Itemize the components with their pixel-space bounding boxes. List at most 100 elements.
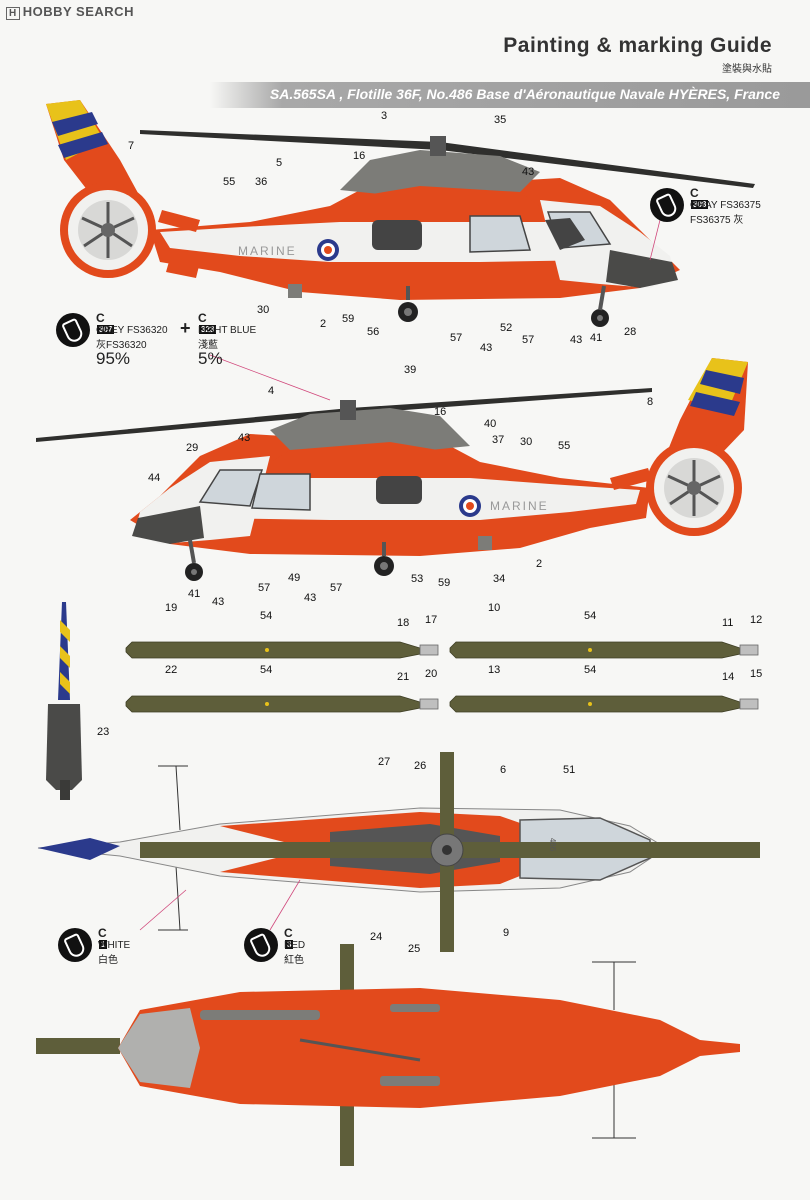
serial-number-top: 486 <box>548 837 558 852</box>
callout: 20 <box>425 668 438 680</box>
paint-number: 307 <box>97 325 115 334</box>
callout: 6 <box>500 764 507 776</box>
callout: 22 <box>165 664 178 676</box>
callout: 18 <box>397 617 410 629</box>
callout: 28 <box>624 326 637 338</box>
callout: 3 <box>381 110 388 122</box>
callout: 9 <box>503 927 510 939</box>
paint-code: C <box>284 926 293 940</box>
callout: 54 <box>260 610 273 622</box>
page-subtitle: 塗裝與水貼 <box>722 64 772 75</box>
callout: 59 <box>342 313 355 325</box>
callout: 13 <box>488 664 501 676</box>
helicopter-right-profile <box>36 358 748 581</box>
callout: 30 <box>520 436 533 448</box>
paint-name: LIGHT BLUE <box>198 325 257 336</box>
paint-name-alt: FS36375 灰 <box>690 215 744 226</box>
callout: 25 <box>408 943 421 955</box>
callout: 49 <box>288 572 301 584</box>
callout: 4 <box>268 385 275 397</box>
callout: 43 <box>212 596 225 608</box>
callout: 51 <box>563 764 576 776</box>
fuselage-marine-text-left: MARINE <box>238 244 297 258</box>
callout: 37 <box>492 434 505 446</box>
paint-number: 323 <box>199 325 217 334</box>
callout: 16 <box>353 150 366 162</box>
aircraft-banner: SA.565SA , Flotille 36F, No.486 Base d'A… <box>210 82 810 108</box>
callout: 36 <box>255 176 268 188</box>
callout: 57 <box>258 582 271 594</box>
callout: 16 <box>434 406 447 418</box>
paint-code: C <box>96 311 105 325</box>
callout: 35 <box>494 114 507 126</box>
callout: 43 <box>522 166 535 178</box>
callout: 2 <box>536 558 543 570</box>
paint-name: GRAY FS36375 <box>690 200 761 211</box>
callout: 54 <box>584 610 597 622</box>
callout: 39 <box>404 364 417 376</box>
helicopter-left-profile <box>46 100 755 327</box>
callout: 26 <box>414 760 427 772</box>
paint-name-alt: 淺藍 <box>198 340 218 351</box>
paint-number: 3 <box>285 940 294 949</box>
callout: 57 <box>330 582 343 594</box>
aircraft-banner-text: SA.565SA , Flotille 36F, No.486 Base d'A… <box>269 86 780 102</box>
callout: 59 <box>438 577 451 589</box>
callout: 54 <box>260 664 273 676</box>
paint-name-alt: 灰FS36320 <box>96 340 147 351</box>
callout: 54 <box>584 664 597 676</box>
paint-name: GREY FS36320 <box>96 325 168 336</box>
paint-brush-icon <box>244 928 278 962</box>
callout: 14 <box>722 671 735 683</box>
callout: 17 <box>425 614 438 626</box>
mix-plus-sign: + <box>180 318 191 338</box>
callout: 19 <box>165 602 178 614</box>
callout: 27 <box>378 756 391 768</box>
callout: 43 <box>304 592 317 604</box>
callout: 43 <box>570 334 583 346</box>
paint-name: RED <box>284 940 306 951</box>
paint-brush-icon <box>650 188 684 222</box>
paint-number: 308 <box>691 200 709 209</box>
paint-name-alt: 紅色 <box>284 955 304 966</box>
callout: 57 <box>450 332 463 344</box>
paint-brush-icon <box>58 928 92 962</box>
callout: 56 <box>367 326 380 338</box>
callout: 41 <box>590 332 603 344</box>
callout: 43 <box>480 342 493 354</box>
paint-name: WHITE <box>98 940 131 951</box>
callout: 55 <box>223 176 236 188</box>
paint-name-alt: 白色 <box>98 955 118 966</box>
paint-brush-icon <box>56 313 90 347</box>
callout: 57 <box>522 334 535 346</box>
callout: 5 <box>276 157 283 169</box>
fuselage-marine-text-right: MARINE <box>490 499 549 513</box>
paint-code: C <box>98 926 107 940</box>
callout: 30 <box>257 304 270 316</box>
callout: 34 <box>493 573 506 585</box>
tail-fin-rear-view <box>46 602 82 800</box>
helicopter-bottom-view <box>36 944 740 1166</box>
paint-ratio: 95% <box>96 349 131 368</box>
page-title: Painting & marking Guide <box>503 34 772 57</box>
rotor-blades <box>125 641 759 713</box>
callout: 11 <box>722 617 734 629</box>
callout: 40 <box>484 418 497 430</box>
paint-code: C <box>690 186 699 200</box>
callout: 8 <box>647 396 654 408</box>
callout: 44 <box>148 472 161 484</box>
callout: 10 <box>488 602 501 614</box>
callout: 7 <box>128 140 135 152</box>
callout: 53 <box>411 573 424 585</box>
callout: 12 <box>750 614 763 626</box>
callout: 24 <box>370 931 383 943</box>
callout: 52 <box>500 322 513 334</box>
helicopter-top-view <box>37 752 760 952</box>
paint-code: C <box>198 311 207 325</box>
callout: 15 <box>750 668 763 680</box>
callout: 43 <box>238 432 251 444</box>
paint-number: 1 <box>99 940 108 949</box>
callout: 21 <box>397 671 410 683</box>
